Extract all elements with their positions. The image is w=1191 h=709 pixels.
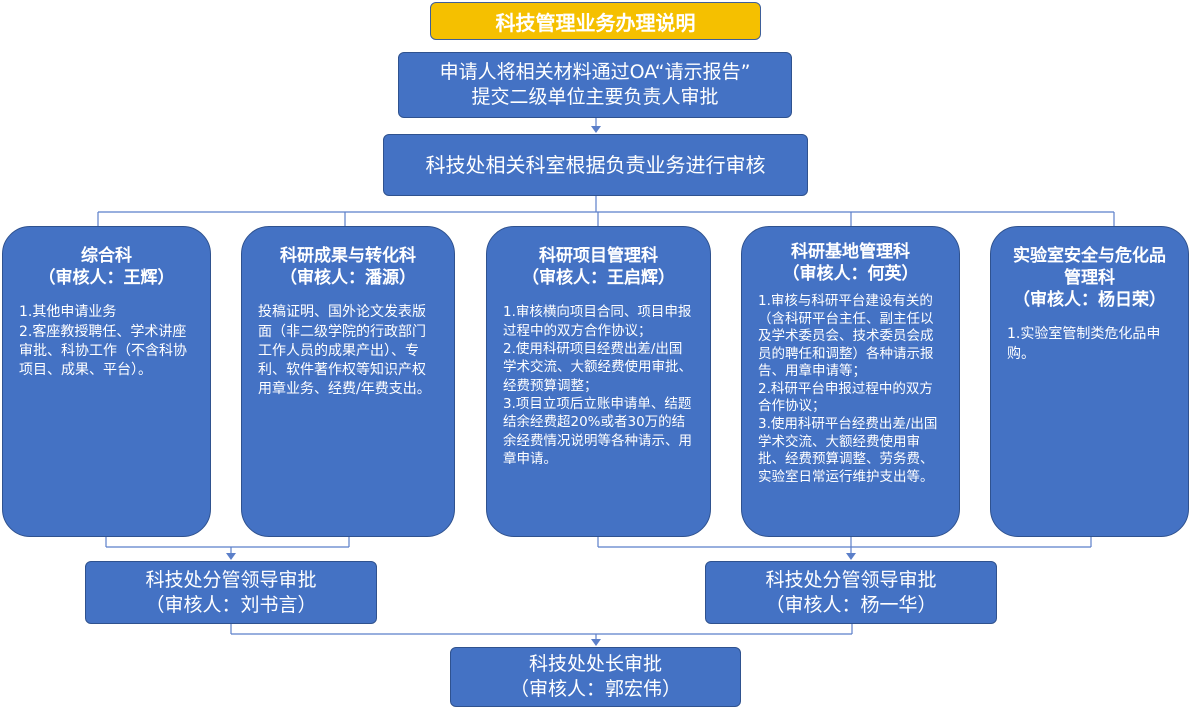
director-approval-reviewer: （审核人：郭宏伟） [509,678,681,700]
step-submit-box: 申请人将相关材料通过OA“请示报告” 提交二级单位主要负责人审批 [398,52,792,118]
dept-description: 1.审核与科研平台建设有关的（含科研平台主任、副主任以及学术委员会、技术委员会成… [758,293,938,485]
dept-name: 科研基地管理科 [791,242,910,262]
leader-approval-reviewer: （审核人：杨一华） [765,593,937,616]
dept-reviewer: （审核人：何英） [782,264,919,285]
director-approval-title: 科技处处长审批 [528,653,662,676]
leader-approval-left: 科技处分管领导审批 （审核人：刘书言） [85,561,377,624]
dept-card-bases: 科研基地管理科 （审核人：何英） 1.审核与科研平台建设有关的（含科研平台主任、… [741,226,960,537]
step-section-review-box: 科技处相关科室根据负责业务进行审核 [383,134,808,196]
dept-name: 科研项目管理科 [539,246,658,266]
dept-reviewer: （审核人：潘源） [280,268,416,289]
leader-approval-title: 科技处分管领导审批 [145,568,317,591]
dept-reviewer: （审核人：王辉） [38,268,175,289]
dept-card-projects: 科研项目管理科 （审核人：王启辉） 1.审核横向项目合同、项目申报过程中的双方合… [486,226,711,537]
dept-description: 投稿证明、国外论文发表版面（非二级学院的行政部门工作人员的成果产出）、专利、软件… [258,304,431,398]
page-title: 科技管理业务办理说明 [430,2,761,40]
step-submit-line2: 提交二级单位主要负责人审批 [471,86,719,108]
dept-card-lab-safety: 实验室安全与危化品管理科 （审核人：杨日荣） 1.实验室管制类危化品申购。 [990,226,1189,537]
step-submit-line1: 申请人将相关材料通过OA“请示报告” [439,61,751,84]
dept-name: 实验室安全与危化品管理科 [1013,246,1166,289]
step-section-review-text: 科技处相关科室根据负责业务进行审核 [425,153,766,177]
dept-description: 1.实验室管制类危化品申购。 [1007,326,1161,362]
leader-approval-right: 科技处分管领导审批 （审核人：杨一华） [705,561,997,624]
dept-name: 综合科 [81,246,132,266]
page-title-text: 科技管理业务办理说明 [495,10,696,35]
dept-description: 1.其他申请业务 2.客座教授聘任、学术讲座审批、科协工作（不含科协项目、成果、… [19,304,187,379]
dept-reviewer: （审核人：王启辉） [522,268,675,289]
dept-card-achievements: 科研成果与转化科 （审核人：潘源） 投稿证明、国外论文发表版面（非二级学院的行政… [241,226,455,537]
leader-approval-title: 科技处分管领导审批 [765,568,937,591]
dept-description: 1.审核横向项目合同、项目申报过程中的双方合作协议； 2.使用科研项目经费出差/… [503,304,692,468]
director-approval: 科技处处长审批 （审核人：郭宏伟） [450,647,741,707]
dept-name: 科研成果与转化科 [280,246,416,266]
dept-reviewer: （审核人：杨日荣） [1013,290,1166,311]
leader-approval-reviewer: （审核人：刘书言） [145,593,317,616]
dept-card-general: 综合科 （审核人：王辉） 1.其他申请业务 2.客座教授聘任、学术讲座审批、科协… [2,226,211,537]
